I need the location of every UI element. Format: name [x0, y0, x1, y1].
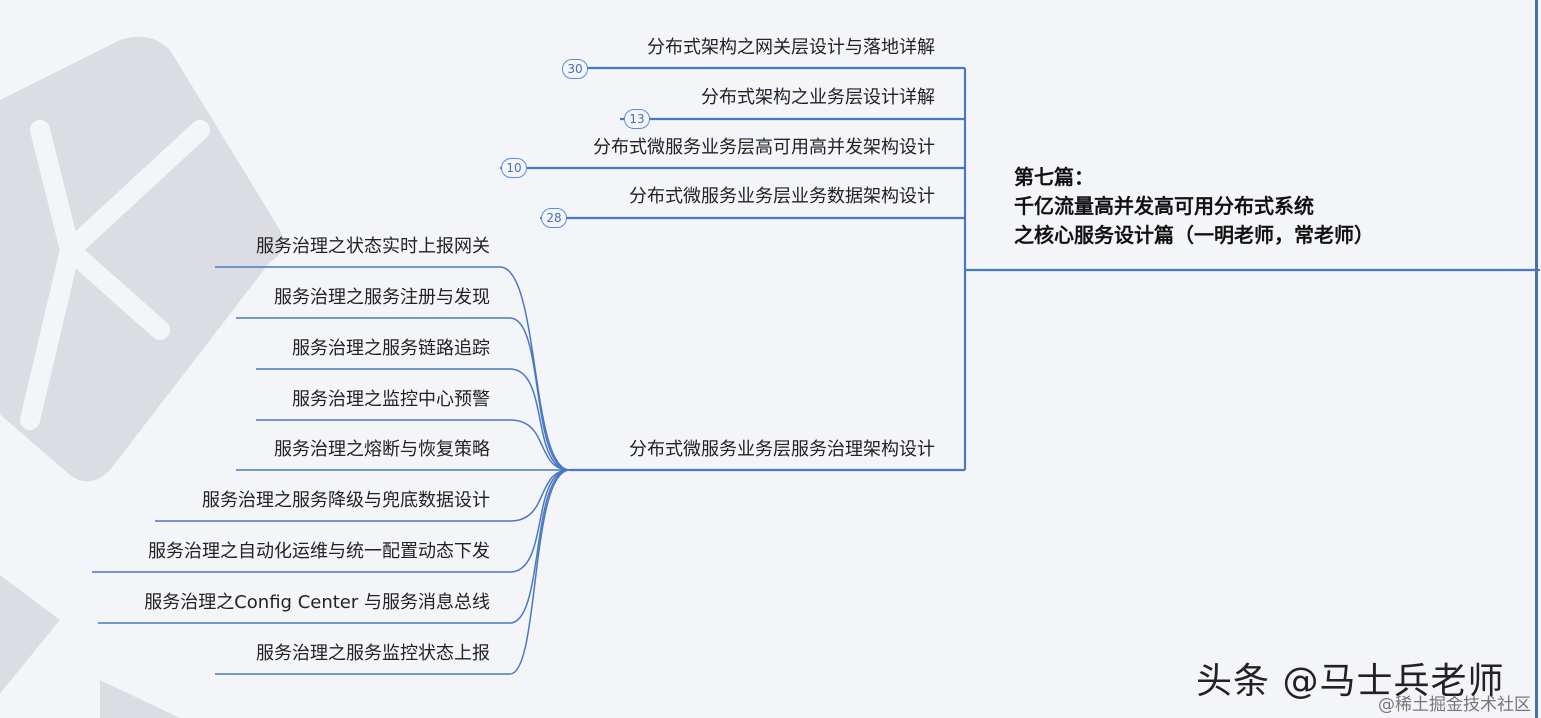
branch-node-high-availability[interactable]: 分布式微服务业务层高可用高并发架构设计	[593, 137, 935, 158]
root-title-line-2: 千亿流量高并发高可用分布式系统	[1014, 194, 1314, 218]
branch-node-business[interactable]: 分布式架构之业务层设计详解	[701, 87, 935, 108]
child-connector-7	[92, 469, 571, 573]
child-node-degradation[interactable]: 服务治理之服务降级与兜底数据设计	[202, 490, 490, 511]
brand-watermark: 头条 @马士兵老师	[1196, 661, 1505, 702]
child-node-tracing[interactable]: 服务治理之服务链路追踪	[292, 338, 490, 359]
child-connector-2	[236, 317, 571, 471]
child-node-status-report[interactable]: 服务治理之状态实时上报网关	[256, 236, 490, 257]
community-watermark: @稀土掘金技术社区	[1378, 695, 1531, 715]
child-node-monitoring[interactable]: 服务治理之监控中心预警	[292, 389, 490, 410]
branch-node-gateway[interactable]: 分布式架构之网关层设计与落地详解	[647, 37, 935, 58]
right-edge-border	[1535, 0, 1538, 718]
child-connector-9	[215, 469, 571, 675]
branch-badge-data-architecture[interactable]: 28	[541, 208, 567, 228]
child-connector-3	[256, 368, 571, 471]
child-connector-8	[98, 469, 571, 624]
child-node-circuit-breaker[interactable]: 服务治理之熔断与恢复策略	[274, 439, 490, 460]
child-connector-4	[256, 419, 571, 471]
root-title-line-1: 第七篇：	[1014, 165, 1094, 189]
branch-node-governance[interactable]: 分布式微服务业务层服务治理架构设计	[629, 439, 935, 460]
branch-badge-business[interactable]: 13	[624, 109, 650, 129]
branch-badge-high-availability[interactable]: 10	[501, 158, 527, 178]
child-node-config-center[interactable]: 服务治理之Config Center 与服务消息总线	[144, 592, 490, 613]
child-node-registry[interactable]: 服务治理之服务注册与发现	[274, 287, 490, 308]
child-connector-1	[215, 266, 571, 471]
child-node-status-upload[interactable]: 服务治理之服务监控状态上报	[256, 643, 490, 664]
root-title-line-3: 之核心服务设计篇（一明老师，常老师）	[1014, 223, 1374, 247]
root-node-title[interactable]: 第七篇： 千亿流量高并发高可用分布式系统 之核心服务设计篇（一明老师，常老师）	[1014, 163, 1434, 250]
child-node-automation[interactable]: 服务治理之自动化运维与统一配置动态下发	[148, 541, 490, 562]
branch-node-data-architecture[interactable]: 分布式微服务业务层业务数据架构设计	[629, 186, 935, 207]
branch-badge-gateway[interactable]: 30	[562, 59, 588, 79]
watermark-envelope-icon	[0, 36, 284, 718]
